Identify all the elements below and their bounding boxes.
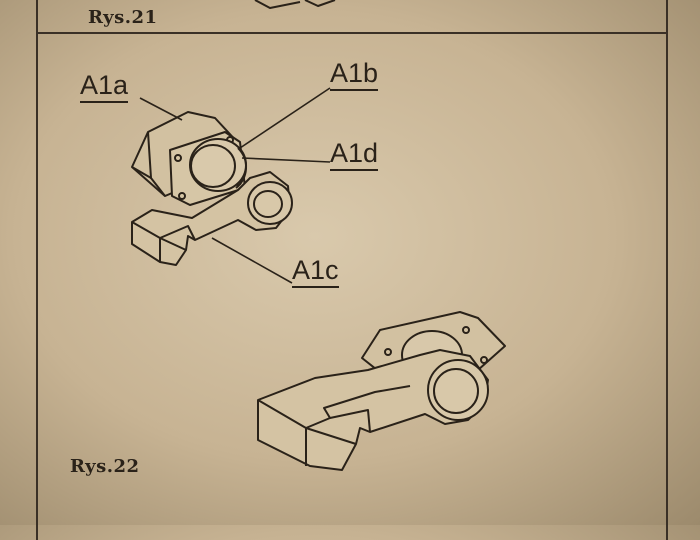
figure-label-rys21: Rys.21 <box>88 7 158 28</box>
callout-a1a: A1a <box>80 72 129 103</box>
figure-label-rys22: Rys.22 <box>70 456 140 477</box>
leader-a1c <box>211 237 293 284</box>
page-frame <box>36 0 668 540</box>
section-divider <box>36 32 666 34</box>
previous-figure-fragment <box>254 0 336 9</box>
leader-a1a <box>139 97 183 121</box>
callout-a1c: A1c <box>292 257 339 288</box>
part-a1c-arm <box>131 171 293 266</box>
assembled-assembly <box>257 311 506 471</box>
instruction-page: Rys.21 Rys.22 <box>36 0 668 540</box>
callout-leaders <box>139 87 331 284</box>
leader-a1d <box>241 157 331 163</box>
callout-a1b: A1b <box>330 60 379 91</box>
part-a1d-ring <box>189 138 247 192</box>
assembly-drawings <box>131 0 506 471</box>
leader-a1b <box>239 87 331 149</box>
exploded-assembly <box>131 111 293 266</box>
callout-a1d: A1d <box>330 140 379 171</box>
